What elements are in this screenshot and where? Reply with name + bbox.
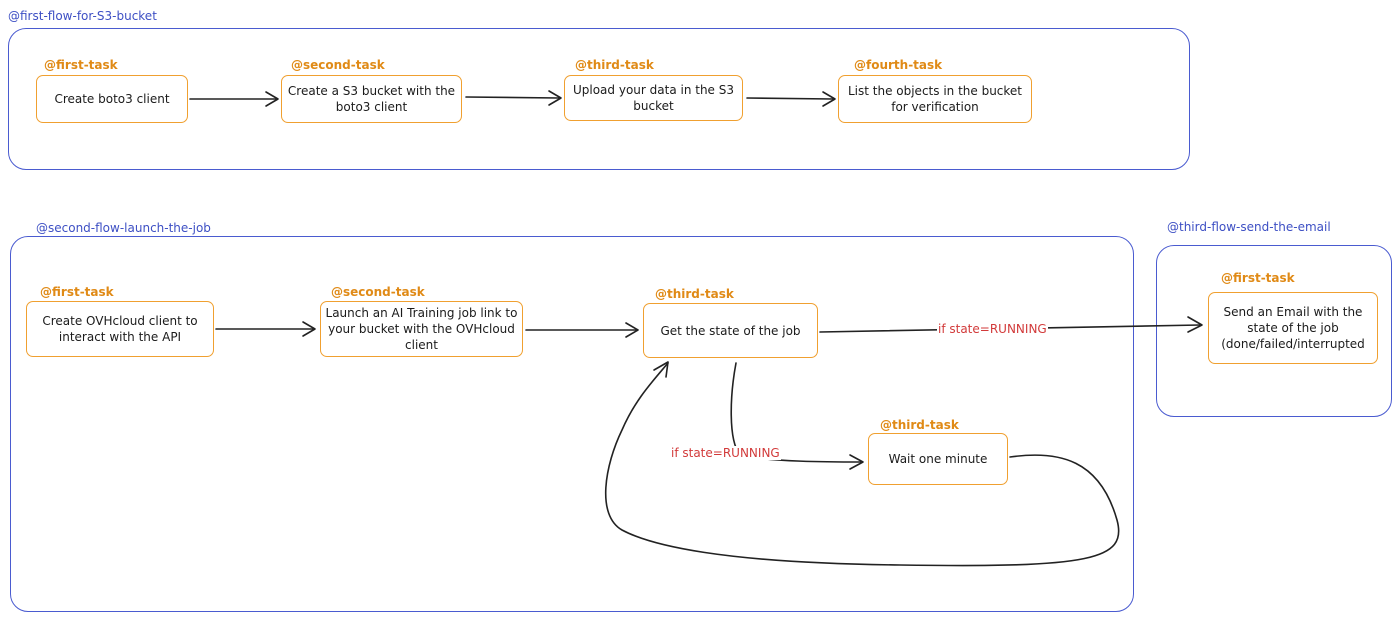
flow-1-label: @first-flow-for-S3-bucket	[8, 9, 157, 23]
flow-2-task-1-box[interactable]: Create OVHcloud client to interact with …	[26, 301, 214, 357]
arrow-f1-t2-t3	[465, 90, 562, 106]
flow-2-task-2-box[interactable]: Launch an AI Training job link to your b…	[320, 301, 523, 357]
flow-1-task-4-box[interactable]: List the objects in the bucket for verif…	[838, 75, 1032, 123]
flow-1-container	[8, 28, 1190, 170]
arrow-f2-t2-t3	[525, 322, 639, 338]
flow-1-task-2-label: @second-task	[291, 58, 385, 72]
flow-1-task-4-label: @fourth-task	[854, 58, 943, 72]
condition-to-wait: if state=RUNNING	[670, 446, 781, 460]
flow-3-task-1-box[interactable]: Send an Email with the state of the job …	[1208, 292, 1378, 364]
flow-3-task-1-label: @first-task	[1221, 271, 1295, 285]
flow-1-task-1-box[interactable]: Create boto3 client	[36, 75, 188, 123]
arrow-f2-wait-loop	[604, 361, 1120, 567]
flow-2-task-3-label: @third-task	[655, 287, 734, 301]
arrow-f1-t3-t4	[746, 91, 836, 107]
flow-1-task-1-label: @first-task	[44, 58, 118, 72]
arrow-f1-t1-t2	[189, 91, 279, 107]
flow-3-container	[1156, 245, 1392, 417]
condition-to-email: if state=RUNNING	[937, 322, 1048, 336]
flow-2-task-3-box[interactable]: Get the state of the job	[643, 303, 818, 358]
flow-1-task-3-label: @third-task	[575, 58, 654, 72]
flow-1-task-2-box[interactable]: Create a S3 bucket with the boto3 client	[281, 75, 462, 123]
flow-2-task-1-label: @first-task	[40, 285, 114, 299]
arrow-f2-t1-t2	[215, 321, 316, 337]
flow-2-label: @second-flow-launch-the-job	[36, 221, 211, 235]
flow-2-task-2-label: @second-task	[331, 285, 425, 299]
flow-2-task-4-label: @third-task	[880, 418, 959, 432]
flow-2-container	[10, 236, 1134, 612]
flow-2-task-4-box[interactable]: Wait one minute	[868, 433, 1008, 485]
flow-1-task-3-box[interactable]: Upload your data in the S3 bucket	[564, 75, 743, 121]
flow-3-label: @third-flow-send-the-email	[1167, 220, 1331, 234]
